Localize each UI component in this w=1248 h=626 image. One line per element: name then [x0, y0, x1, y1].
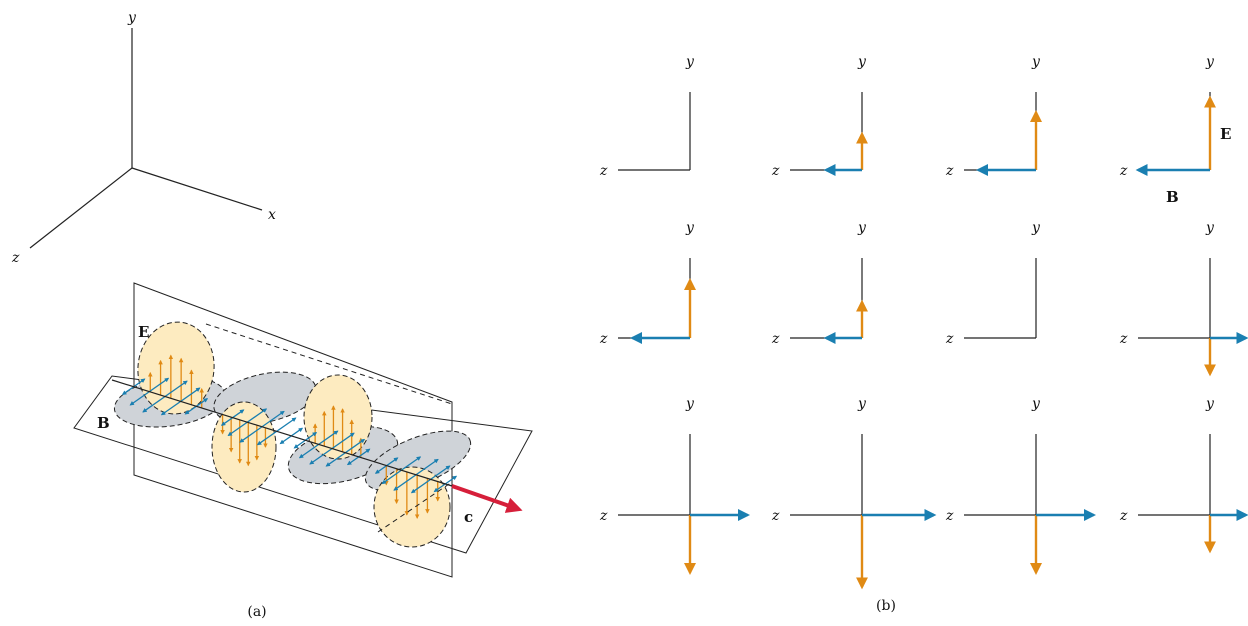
- propagation-axis: [111, 379, 453, 487]
- snapshot-cell: yz: [771, 220, 868, 347]
- label-c-speed: c: [464, 508, 473, 526]
- axis-label-y: y: [1031, 54, 1041, 70]
- axis-label-y: y: [857, 54, 867, 70]
- propagation-arrow: [451, 484, 523, 513]
- axis-label-z: z: [1119, 331, 1128, 347]
- axis-label-z: z: [771, 331, 780, 347]
- axis-label-z: z: [599, 508, 608, 524]
- b-field-plane: [73, 375, 533, 554]
- label-b-field: B: [97, 414, 110, 432]
- axis-label-z: z: [945, 508, 954, 524]
- snapshot-cell: yz: [599, 220, 696, 347]
- axis-label-y: y: [685, 54, 695, 70]
- axis-label-x: x: [268, 207, 276, 223]
- axis-label-z: z: [1119, 163, 1128, 179]
- axis-label-y: y: [1205, 220, 1215, 236]
- axis-label-y: y: [1031, 396, 1041, 412]
- z-axis-line: [29, 167, 133, 249]
- e-lobe-3: [303, 374, 373, 460]
- legend-label-b: B: [1166, 188, 1179, 206]
- snapshot-cell: yz: [945, 220, 1041, 347]
- axis-label-y: y: [857, 220, 867, 236]
- axis-label-z: z: [945, 163, 954, 179]
- axis-label-z: z: [599, 163, 608, 179]
- axis-label-y: y: [685, 396, 695, 412]
- caption-b: (b): [876, 598, 896, 614]
- axis-label-y: y: [1031, 220, 1041, 236]
- axis-label-y: y: [685, 220, 695, 236]
- caption-a: (a): [247, 604, 266, 620]
- axis-label-y: y: [1205, 396, 1215, 412]
- snapshot-cell: yz: [1119, 396, 1248, 554]
- axis-label-z: z: [945, 331, 954, 347]
- dashed-guides: [205, 323, 453, 533]
- label-e-field: E: [138, 323, 149, 341]
- snapshot-cell: yz: [1119, 54, 1216, 179]
- axis-label-z: z: [771, 163, 780, 179]
- axis-label-z: z: [1119, 508, 1128, 524]
- panel-a: y x z: [11, 10, 533, 620]
- coordinate-axes: y x z: [11, 10, 276, 266]
- legend-label-e: E: [1220, 125, 1231, 143]
- axis-label-y: y: [857, 396, 867, 412]
- snapshot-cell: yz: [599, 396, 750, 575]
- snapshot-cell: yz: [1119, 220, 1248, 377]
- axis-label-y: y: [1205, 54, 1215, 70]
- axis-label-z: z: [599, 331, 608, 347]
- snapshot-cell: yz: [945, 396, 1096, 575]
- snapshot-cell: yz: [599, 54, 695, 179]
- x-axis-line: [131, 167, 263, 211]
- snapshot-cell: yz: [771, 54, 868, 179]
- snapshot-cell: yz: [771, 396, 937, 590]
- axis-label-z: z: [771, 508, 780, 524]
- e-lobe-2: [211, 401, 277, 493]
- axis-label-z: z: [11, 250, 20, 266]
- snapshot-cell: yz: [945, 54, 1042, 179]
- e-lobe-4: [373, 466, 451, 548]
- axis-label-y: y: [127, 10, 137, 26]
